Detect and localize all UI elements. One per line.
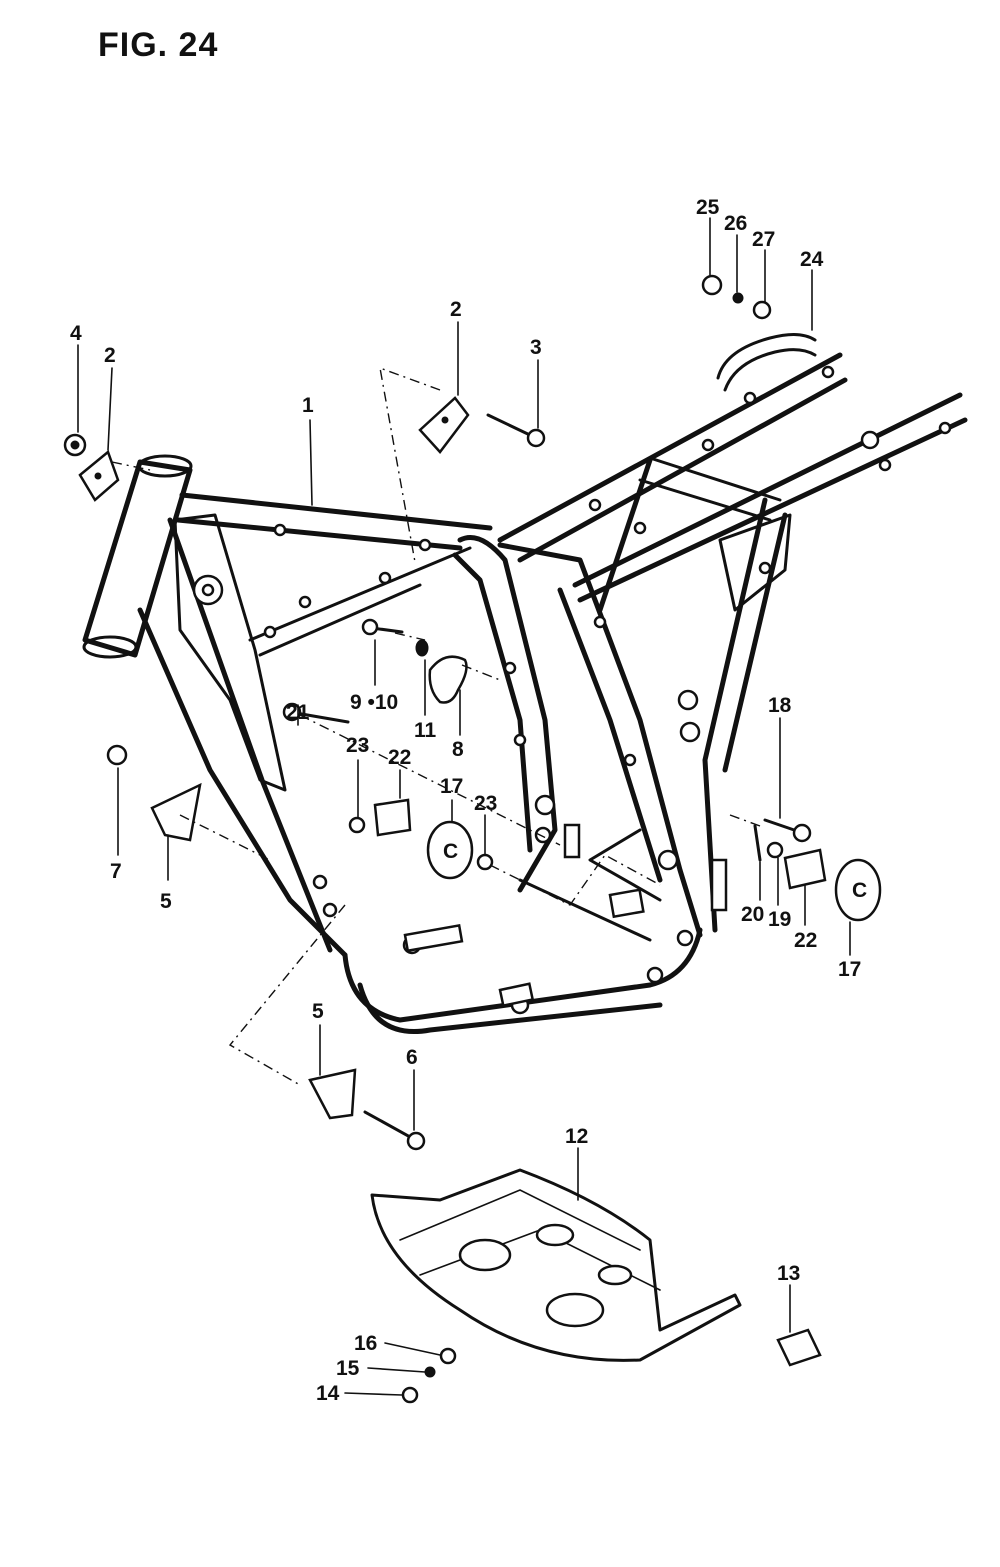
- callout-label: 27: [752, 228, 775, 251]
- handle-part-24: [716, 333, 817, 380]
- nut-part-26: [732, 292, 744, 304]
- callout-label: 22: [794, 929, 817, 952]
- callout-label: 16: [354, 1332, 377, 1355]
- main-frame: [82, 352, 968, 1034]
- plate-part-8: [428, 655, 468, 704]
- nut-part-11: [415, 639, 429, 657]
- nut-part-7: [106, 744, 128, 766]
- callout-label: 8: [452, 738, 464, 761]
- callout-label: 4: [70, 322, 82, 345]
- callout-label: 20: [741, 903, 764, 926]
- callout-label: 3: [530, 336, 542, 359]
- bushing-part-17-left: [426, 820, 474, 880]
- callout-label: 26: [724, 212, 747, 235]
- leader-lines: [77, 217, 851, 1396]
- pin-part-20: [753, 824, 762, 862]
- callout-label: 7: [110, 860, 122, 883]
- nut-part-15: [424, 1366, 436, 1378]
- callout-label: 21: [286, 701, 310, 724]
- bolt-part-3: [486, 413, 534, 438]
- callout-label: 23: [474, 792, 497, 815]
- callout-label: 22: [388, 746, 411, 769]
- svg-text:C: C: [443, 840, 458, 863]
- callout-label: 23: [346, 734, 369, 757]
- callout-label: 13: [777, 1262, 800, 1285]
- callout-label: 1: [302, 394, 314, 417]
- washer-part-23-right: [476, 853, 494, 871]
- alignment-lines: [111, 366, 761, 1086]
- bushing-part-17-right: [834, 858, 882, 922]
- callout-label: 9 •10: [350, 691, 398, 714]
- callout-label: 17: [440, 775, 463, 798]
- callout-label: 5: [312, 1000, 324, 1023]
- skid-plate-part-12: [370, 1168, 742, 1362]
- plate-part-5-upper: [150, 782, 202, 842]
- callout-label: 19: [768, 908, 791, 931]
- bolt-part-25: [701, 274, 723, 296]
- collar-part-22-right: [783, 848, 827, 890]
- washer-part-16: [439, 1347, 457, 1365]
- washer-part-23-left: [348, 816, 366, 834]
- callout-label: 5: [160, 890, 172, 913]
- collar-part-22-left: [373, 798, 412, 837]
- plate-part-5-lower: [308, 1068, 357, 1120]
- washer-part-27: [752, 300, 772, 320]
- bolt-part-6: [363, 1110, 414, 1140]
- callout-labels: 1 2 2 3 4 5 5 6 7 8 9 •10 11 12 13 14 15…: [70, 196, 861, 1405]
- callout-label: 18: [768, 694, 792, 717]
- callout-label: 15: [336, 1357, 360, 1380]
- bracket-part-2-upper: [418, 396, 470, 454]
- callout-label: 14: [316, 1382, 340, 1405]
- figure-title: FIG. 24: [98, 26, 219, 64]
- callout-label: 11: [414, 719, 437, 742]
- callout-label: 6: [406, 1046, 418, 1069]
- svg-text:C: C: [852, 879, 867, 902]
- callout-label: 25: [696, 196, 720, 219]
- callout-label: 24: [800, 248, 824, 271]
- callout-label: 2: [450, 298, 462, 321]
- callout-label: 12: [565, 1125, 588, 1148]
- bolt-part-14: [401, 1386, 419, 1404]
- callout-label: 2: [104, 344, 116, 367]
- pad-part-13: [776, 1328, 822, 1367]
- callout-label: 17: [838, 958, 861, 981]
- washer-part-19: [766, 841, 784, 859]
